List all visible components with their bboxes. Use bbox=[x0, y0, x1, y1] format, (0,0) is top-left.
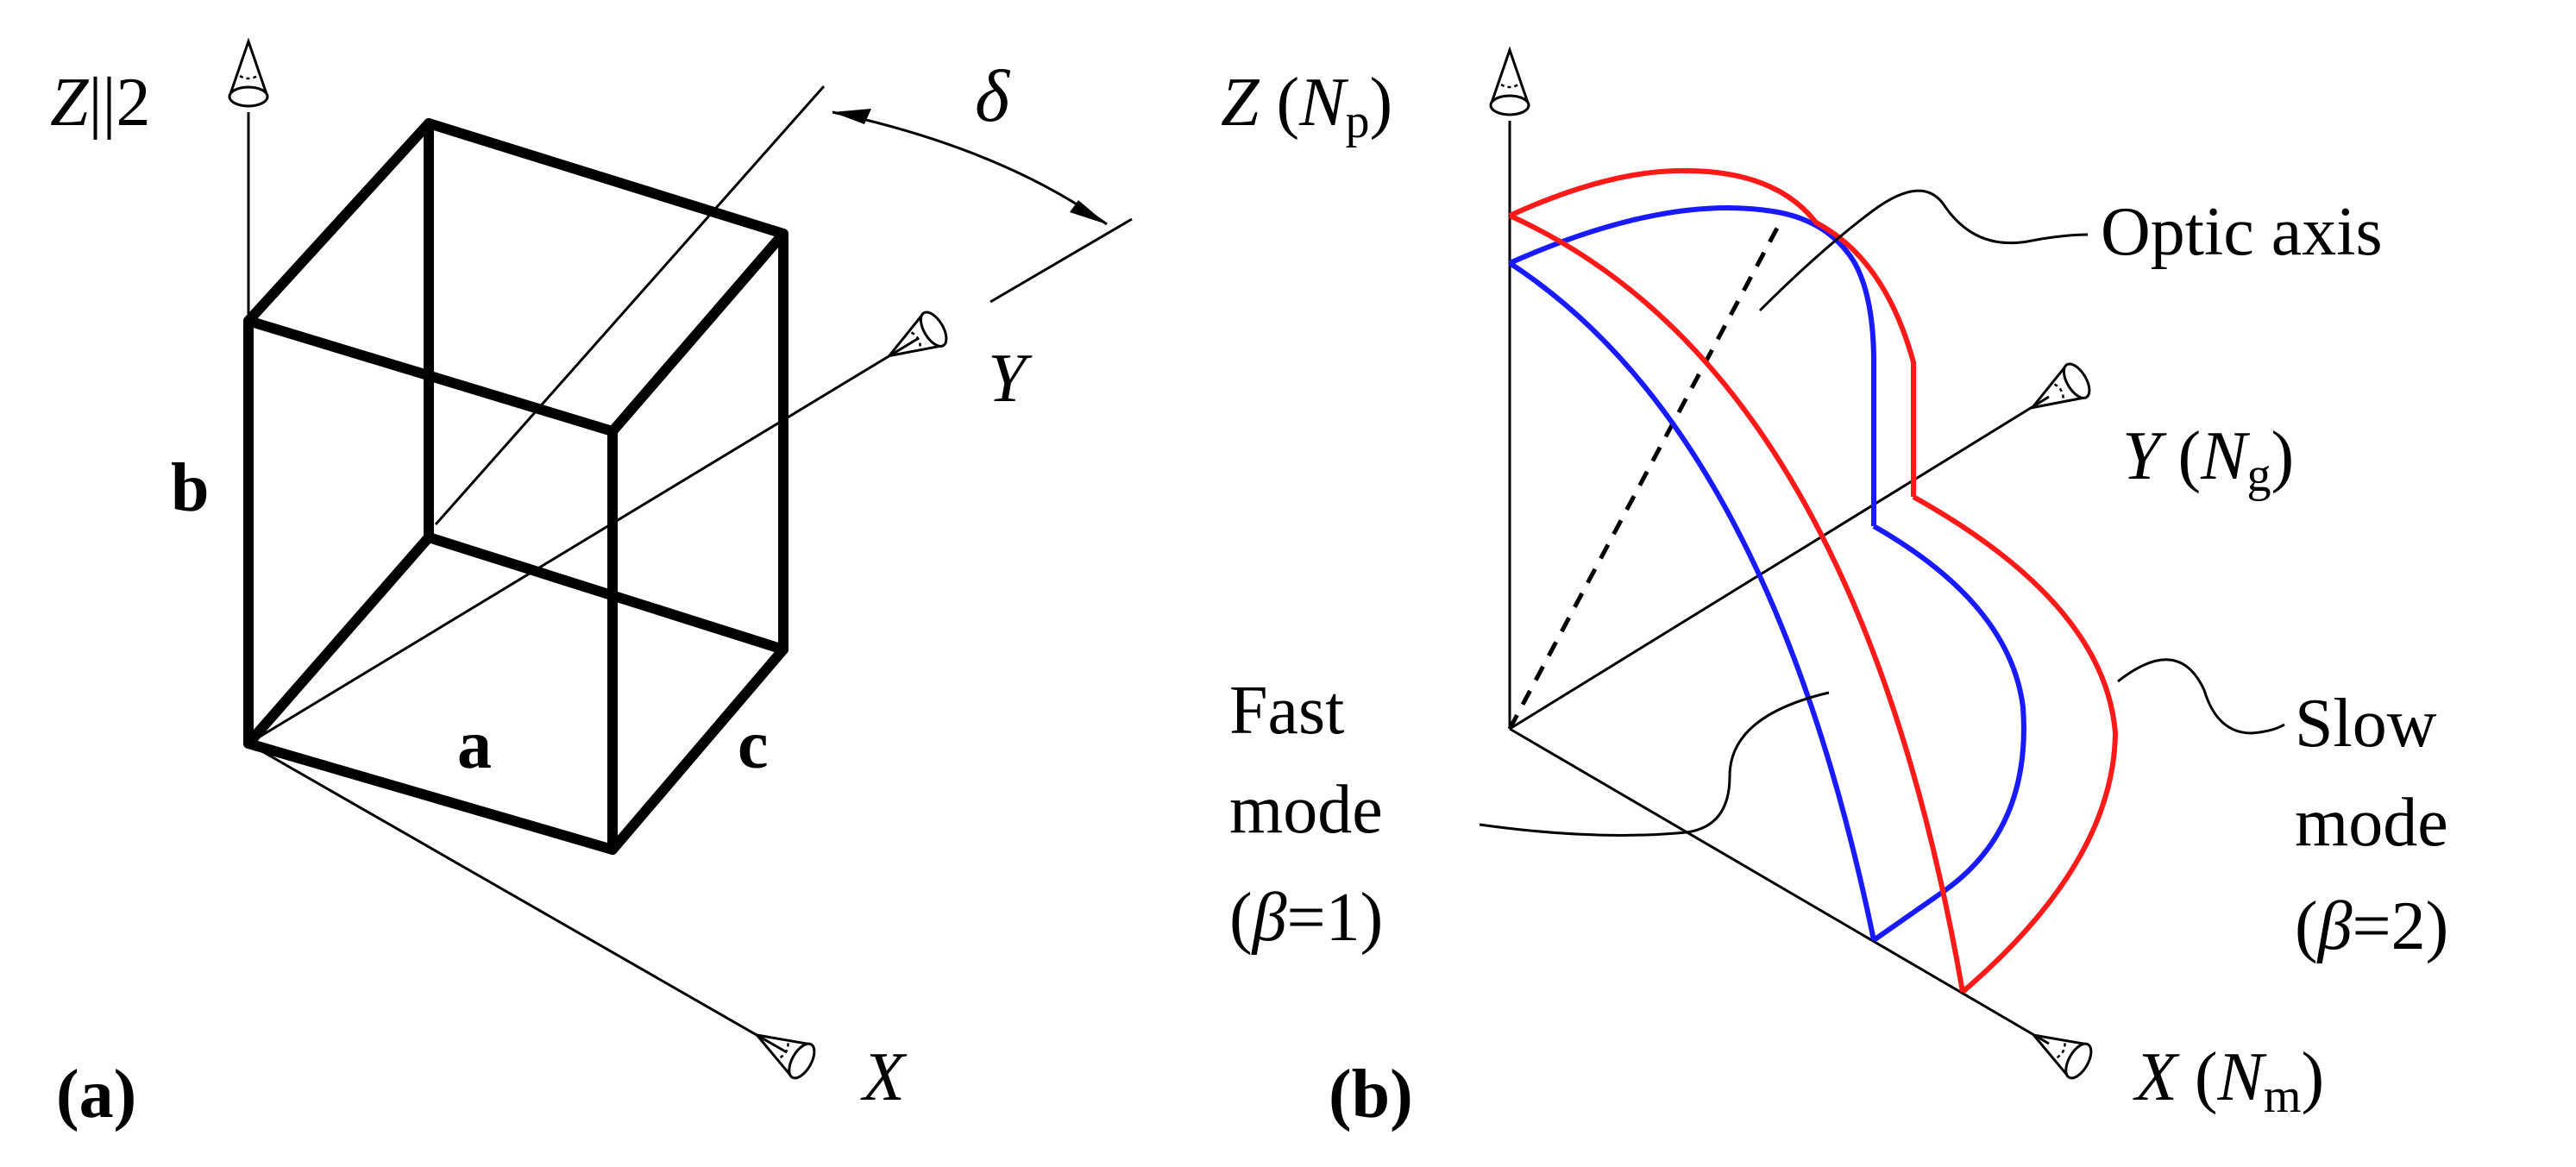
fast-mode-line3: (β=1) bbox=[1229, 880, 1383, 956]
panel-b-label: (b) bbox=[1329, 1057, 1413, 1132]
delta-label: δ bbox=[975, 54, 1011, 137]
x-axis-a bbox=[248, 742, 788, 1054]
delta-line-2 bbox=[990, 217, 1133, 304]
slow-mode-line3: (β=2) bbox=[2295, 888, 2448, 964]
fast-mode-surface bbox=[1508, 205, 2026, 943]
edge-c-label: c bbox=[738, 707, 769, 783]
y-eye-icon-b bbox=[2028, 362, 2091, 410]
delta-arrow-right bbox=[1070, 200, 1107, 224]
crystal-cell bbox=[243, 118, 789, 855]
optic-axis-line bbox=[1507, 218, 1784, 731]
y-axis-b bbox=[1509, 395, 2050, 731]
slow-arc-top bbox=[1508, 167, 1916, 497]
cell-edge-back-z bbox=[243, 532, 434, 749]
panel-a-label: (a) bbox=[56, 1057, 136, 1132]
z-eye-icon-b bbox=[1489, 46, 1530, 116]
y-axis-a bbox=[248, 336, 920, 745]
z-eye-icon bbox=[228, 37, 269, 108]
y-eye-icon bbox=[885, 311, 948, 358]
cell-edge-back-x bbox=[424, 532, 789, 655]
delta-line-1 bbox=[434, 85, 826, 525]
y-axis-label-b: Y (Ng) bbox=[2122, 418, 2294, 502]
fast-mode-line1: Fast bbox=[1229, 673, 1344, 749]
fast-arc-yx bbox=[1872, 524, 2026, 943]
cell-edge-c bbox=[607, 644, 789, 855]
slow-arc-zx bbox=[1508, 213, 1965, 993]
z-axis-label-a: Z||2 bbox=[50, 65, 151, 141]
panel-a: Z||2 Y X δ b a c (a) bbox=[50, 37, 1133, 1132]
x-eye-icon bbox=[753, 1032, 816, 1080]
z-axis-label-b: Z (Np) bbox=[1221, 65, 1392, 148]
edge-b-label: b bbox=[171, 450, 210, 526]
fast-arc-top bbox=[1508, 205, 1876, 526]
cell-edge-a bbox=[243, 738, 618, 855]
slow-mode-line2: mode bbox=[2295, 785, 2448, 861]
panel-b: Z (Np) Y (Ng) X (Nm) Optic axis Fast mod… bbox=[1221, 46, 2448, 1132]
delta-arc bbox=[832, 110, 1108, 226]
slow-mode-leader bbox=[2117, 658, 2285, 735]
delta-arrow-left bbox=[832, 109, 871, 124]
y-axis-label-a: Y bbox=[988, 341, 1033, 417]
optic-axis-label: Optic axis bbox=[2101, 194, 2383, 270]
fast-arc-zx bbox=[1508, 260, 1876, 941]
edge-a-label: a bbox=[457, 707, 492, 783]
fast-mode-leader bbox=[1479, 691, 1830, 837]
x-axis-b bbox=[1509, 727, 2050, 1045]
slow-mode-line1: Slow bbox=[2295, 686, 2437, 762]
cell-top-face bbox=[243, 118, 789, 436]
optic-axis-leader bbox=[1758, 189, 2089, 312]
x-eye-icon-b bbox=[2030, 1032, 2093, 1080]
slow-arc-yx bbox=[1912, 494, 2118, 994]
slow-mode-surface bbox=[1508, 167, 2118, 994]
fast-mode-line2: mode bbox=[1229, 772, 1383, 848]
x-axis-label-b: X (Nm) bbox=[2133, 1039, 2324, 1123]
x-axis-label-a: X bbox=[860, 1039, 908, 1115]
